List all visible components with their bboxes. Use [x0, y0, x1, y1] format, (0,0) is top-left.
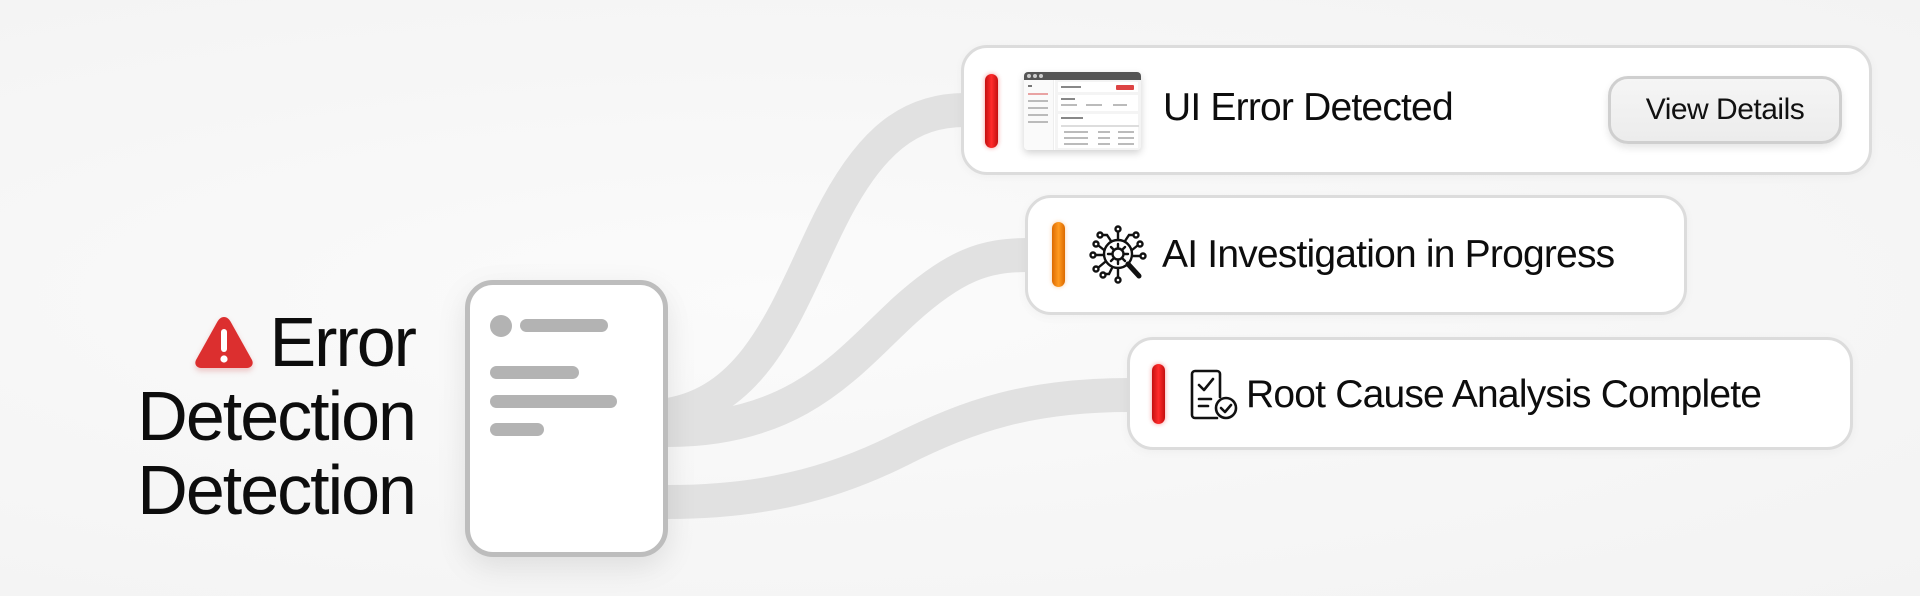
- status-label-ui-error: UI Error Detected: [1163, 86, 1454, 129]
- status-card-root-cause: [1127, 337, 1853, 450]
- title-line-2: Detection: [137, 377, 417, 455]
- connector-to-ui-error: [664, 93, 966, 432]
- document-line: [490, 395, 617, 408]
- status-label-root-cause: Root Cause Analysis Complete: [1246, 373, 1762, 416]
- ai-gear-search-icon: [1089, 225, 1147, 284]
- clipboard-check-icon: [1190, 369, 1238, 420]
- status-card-ai-investigation: [1025, 195, 1687, 315]
- source-document-card: [465, 280, 668, 557]
- connector-to-ai-investigation: [667, 238, 1029, 447]
- progress-indicator-bar: [1052, 222, 1065, 287]
- status-label-ai-investigation: AI Investigation in Progress: [1162, 233, 1615, 276]
- title-line-3: Detection: [137, 451, 417, 529]
- error-indicator-bar: [985, 74, 998, 148]
- complete-indicator-bar: [1152, 364, 1165, 424]
- title-word-error: Error: [269, 303, 417, 381]
- page-title: Error Detection Detection: [137, 303, 417, 529]
- document-avatar-dot: [490, 315, 512, 337]
- warning-triangle-icon: [195, 317, 254, 368]
- document-line: [490, 366, 579, 379]
- ui-screenshot-thumbnail: [1024, 72, 1141, 150]
- view-details-button[interactable]: View Details: [1608, 76, 1842, 144]
- document-line: [520, 319, 608, 332]
- connector-to-root-cause: [667, 378, 1131, 519]
- title-line-1: Error: [137, 303, 417, 381]
- document-line: [490, 423, 544, 436]
